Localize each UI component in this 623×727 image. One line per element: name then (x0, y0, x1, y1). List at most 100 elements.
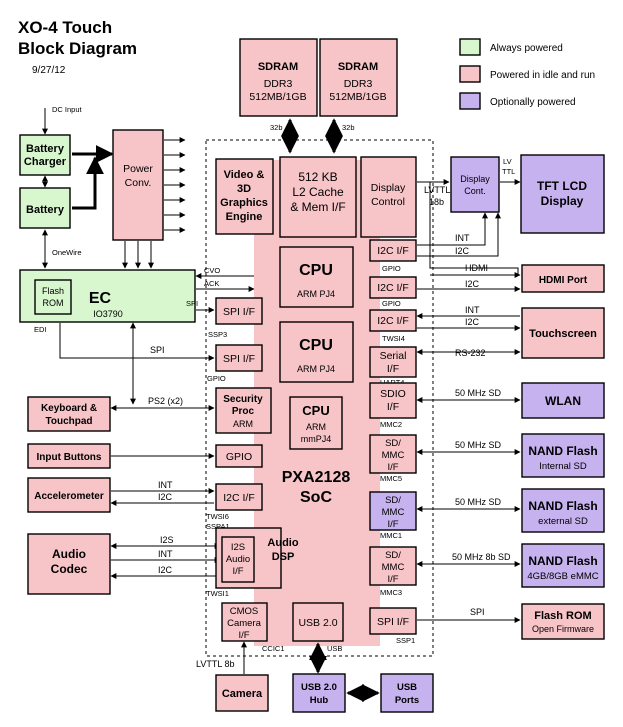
title-line1: XO-4 Touch (18, 18, 112, 37)
i2c-if-1-label: I2C I/F (377, 245, 409, 257)
hdmi-port (521, 264, 605, 293)
cmos-l1: CMOS (230, 606, 259, 617)
legend-idle: Powered in idle and run (490, 70, 595, 81)
gpio-box (215, 444, 263, 468)
int-1-line (417, 212, 488, 246)
serial-if-l1: Serial (380, 350, 407, 362)
cpu-3-title: CPU (302, 403, 329, 418)
i2c-if-2-label: I2C I/F (377, 282, 409, 294)
sd50d-label: 50 MHz 8b SD (452, 552, 511, 562)
ec-cvo: CVO (204, 266, 220, 275)
mmc1-label: MMC1 (380, 531, 402, 540)
power-rails (122, 137, 186, 269)
title-date: 9/27/12 (32, 65, 66, 76)
ec-flash-l2: ROM (43, 298, 64, 308)
cpu-1 (279, 246, 354, 308)
display-cont-lv: LV (503, 157, 512, 166)
mmc3-label: MMC3 (380, 588, 402, 597)
security-l1: Security (223, 394, 263, 405)
spi-if-2 (215, 344, 263, 372)
power-conv-l2: Conv. (125, 177, 152, 189)
twsi1-label: TWSI1 (206, 589, 229, 598)
ec-sub: IO3790 (93, 309, 123, 319)
sdram-2-size: 512MB/1GB (329, 91, 386, 103)
camera-label: Camera (222, 688, 263, 700)
i2s-audio-l3: I/F (232, 566, 243, 577)
int-1: INT (455, 233, 470, 243)
usb-hub (292, 673, 346, 713)
video-l2: 3D (237, 183, 251, 195)
battery-label: Battery (26, 204, 65, 216)
i2c-if-3-label: I2C I/F (377, 315, 409, 327)
sd-mmc-2 (369, 491, 417, 531)
mmc2-label: MMC2 (380, 420, 402, 429)
ps2-label: PS2 (x2) (148, 396, 183, 406)
l2-l2: L2 Cache (292, 185, 344, 199)
serial-if (369, 346, 417, 378)
cmos-l2: Camera (227, 618, 262, 629)
sdram-1-title: SDRAM (258, 61, 298, 73)
i2c-1-line (417, 212, 501, 257)
soc-l2: SoC (300, 489, 332, 506)
usb-ports-l1: USB (397, 682, 417, 693)
spi-2-label: SPI (470, 607, 485, 617)
i2c-if-4-label: I2C I/F (223, 492, 255, 504)
spi-label: SPI (150, 345, 165, 355)
i2c-if-1 (369, 239, 417, 262)
lvttl8b-label: LVTTL 8b (196, 659, 235, 669)
accelerometer-label: Accelerometer (34, 491, 104, 502)
cpu-1-sub: ARM PJ4 (297, 289, 335, 299)
video-engine (215, 158, 274, 235)
gpio-small: GPIO (382, 264, 401, 273)
audio-codec (27, 533, 111, 595)
onewire-label: OneWire (52, 248, 82, 257)
dc-input: DC Input (52, 105, 83, 114)
display-cont-l1: Display (460, 174, 490, 184)
int-2: INT (465, 305, 480, 315)
ssp3-label: SSP3 (208, 330, 227, 339)
cmos-l3: I/F (238, 630, 249, 641)
spi-if-3 (369, 607, 417, 635)
wlan (521, 382, 605, 419)
security-proc (215, 387, 272, 434)
legend-swatch-optional (459, 92, 481, 110)
bus-32b-a: 32b (270, 123, 283, 132)
flash-rom (521, 603, 605, 640)
hdmi-label: HDMI (465, 263, 488, 273)
sd-mmc-1-l3: I/F (387, 462, 398, 473)
security-l3: ARM (233, 419, 253, 429)
audio-dsp-l2: DSP (272, 551, 295, 563)
i2s-audio-if (221, 536, 255, 583)
touchscreen-label: Touchscreen (529, 328, 597, 340)
display-cont (450, 156, 500, 213)
serial-if-l2: I/F (387, 363, 399, 375)
gpio-box-label: GPIO (226, 451, 252, 463)
cpu-1-title: CPU (299, 262, 333, 279)
usb-label: USB (327, 644, 342, 653)
input-buttons-label: Input Buttons (37, 452, 102, 463)
sdram-2-title: SDRAM (338, 61, 378, 73)
sspa1-label: SSPA1 (206, 522, 230, 531)
ec-flash-rom (34, 279, 72, 315)
sd-mmc-2-l3: I/F (387, 519, 398, 530)
flashrom-l1: Flash ROM (534, 610, 591, 622)
ccic1-label: CCIC1 (262, 644, 285, 653)
battery-charger (19, 134, 71, 176)
sdio-if-l1: SDIO (380, 388, 406, 400)
i2s-audio-l1: I2S (231, 542, 245, 553)
ec-flash-l1: Flash (42, 286, 64, 296)
i2c-2: I2C (465, 279, 480, 289)
nand-2-l1: NAND Flash (528, 499, 597, 513)
display-control-l1: Display (371, 182, 406, 194)
cpu-3 (289, 396, 343, 450)
twsi6-label: TWSI6 (206, 512, 229, 521)
display-cont-l2: Cont. (464, 186, 486, 196)
hdmi-port-label: HDMI Port (539, 275, 588, 286)
i2s-label: I2S (160, 535, 174, 545)
battery-charger-l2: Charger (24, 156, 67, 168)
i2c-if-2 (369, 276, 417, 299)
ec-ack: ACK (204, 279, 219, 288)
legend-swatch-always (459, 38, 481, 56)
cmos-camera-if (221, 602, 268, 642)
video-l1: Video & (224, 169, 265, 181)
